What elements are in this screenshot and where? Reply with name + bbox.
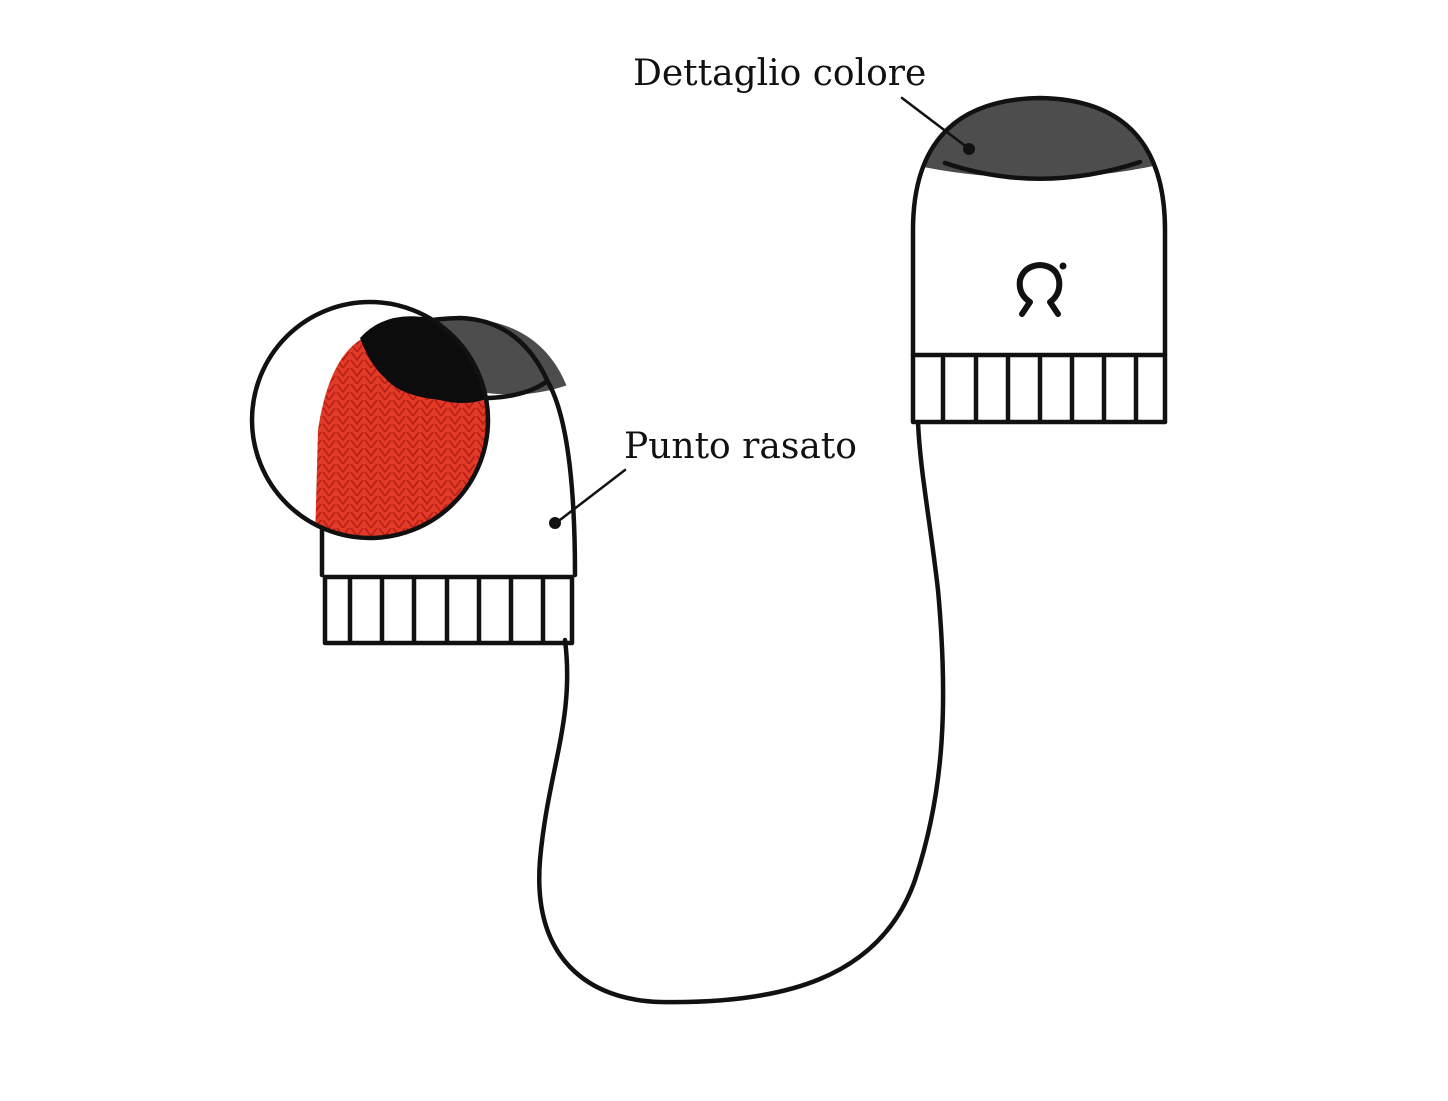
- callout-stockinette: Punto rasato: [549, 426, 857, 529]
- stockinette-label: Punto rasato: [624, 426, 857, 467]
- callout-color-detail: Dettaglio colore: [633, 53, 975, 155]
- right-mitten: [910, 95, 1168, 425]
- color-detail-label: Dettaglio colore: [633, 53, 926, 94]
- left-mitten-cuff: [322, 574, 575, 646]
- connecting-cord: [537, 419, 946, 1005]
- knit-texture-zoom-icon: [249, 299, 491, 541]
- omega-dot-logo-icon: [1016, 262, 1067, 317]
